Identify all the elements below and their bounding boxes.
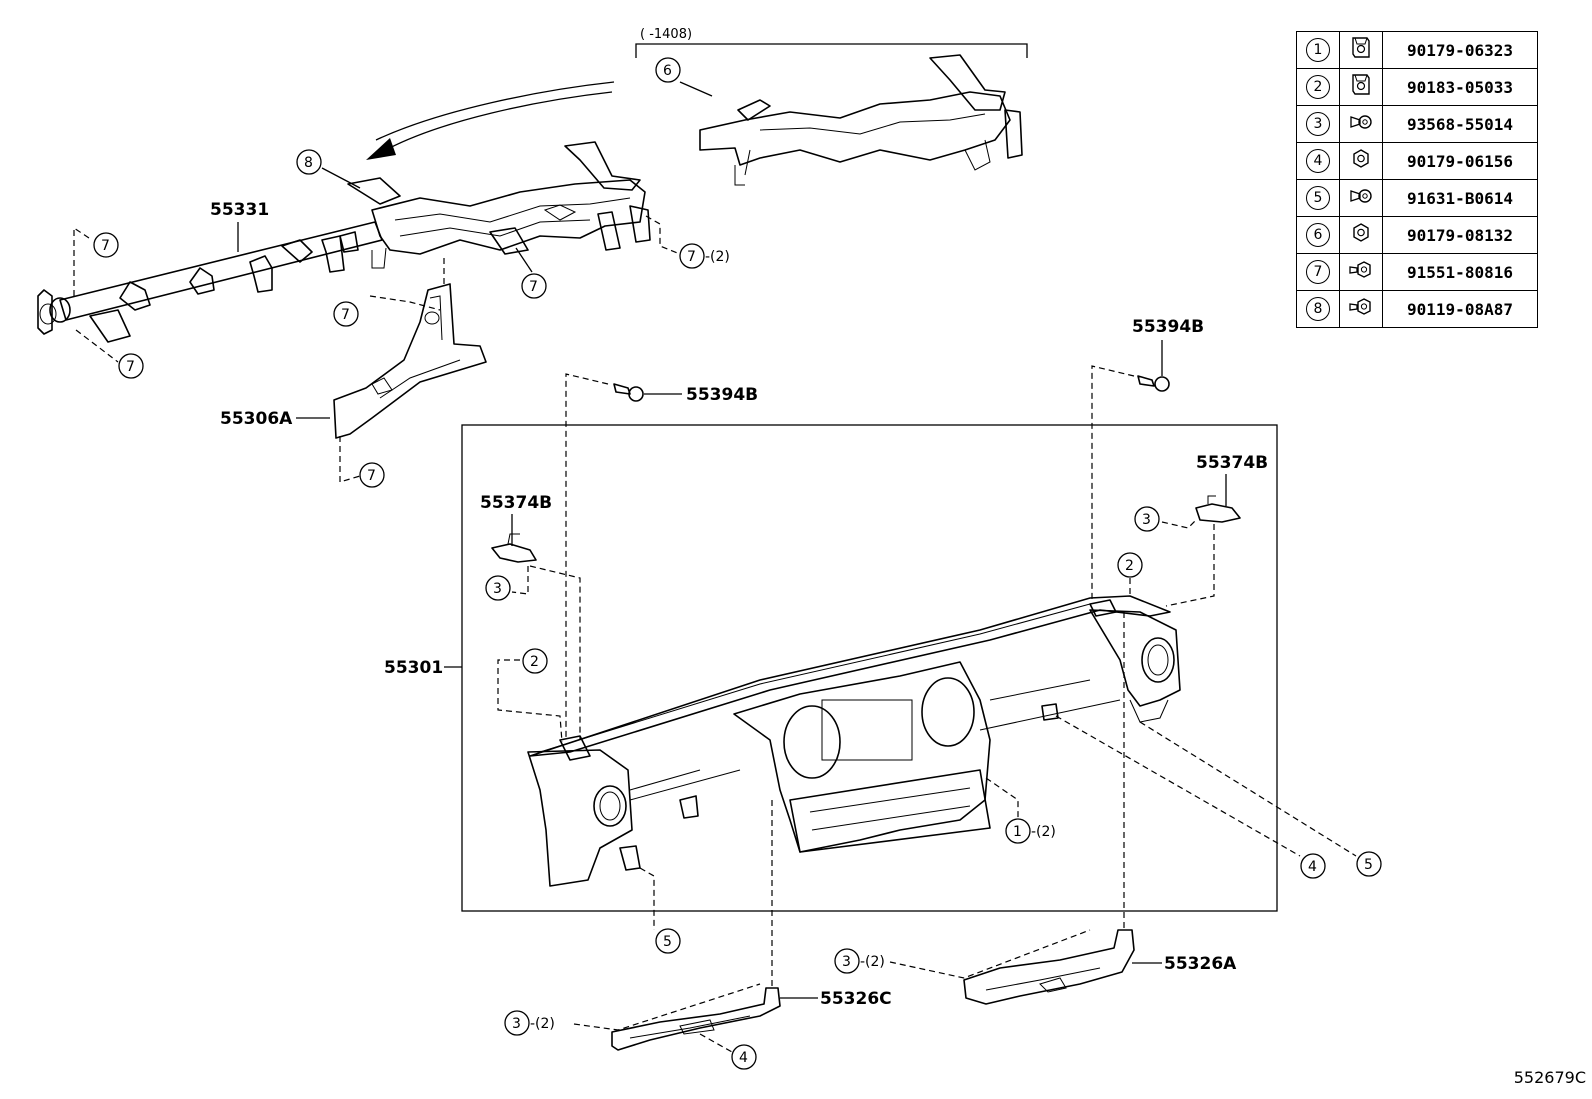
legend-index-number: 5	[1306, 186, 1330, 210]
legend-index-cell: 6	[1296, 216, 1340, 254]
legend-index-cell: 5	[1296, 179, 1340, 217]
part-number-55394B-left: 55394B	[686, 385, 758, 405]
move-direction-arrow	[366, 81, 615, 160]
clip-nut-icon	[1339, 68, 1383, 106]
callout-4-number: 4	[1308, 859, 1317, 875]
bracket-55326A	[963, 929, 1135, 1005]
bolt-icon	[1339, 253, 1383, 291]
legend-row: 5 91631-B0614	[1296, 179, 1538, 217]
callout-3-number: 3	[493, 581, 502, 597]
legend-index-number: 1	[1306, 38, 1330, 62]
quantity-note: -(2)	[1031, 824, 1056, 840]
screw-icon	[1339, 105, 1383, 143]
part-number-55331: 55331	[210, 200, 269, 220]
screw-icon	[1339, 179, 1383, 217]
part-number-55394B-right: 55394B	[1132, 317, 1204, 337]
callout-8-number: 8	[304, 155, 313, 171]
callout-3-number: 3	[842, 954, 851, 970]
diagram-code: 552679C	[1513, 1068, 1586, 1087]
legend-row: 2 90183-05033	[1296, 68, 1538, 106]
bolt-55394B-left	[613, 383, 644, 402]
legend-index-number: 8	[1306, 297, 1330, 321]
legend-index-number: 7	[1306, 260, 1330, 284]
legend-index-cell: 2	[1296, 68, 1340, 106]
legend-body: 1 90179-06323 2 90183-05033 3 93568-55014 4 901…	[1296, 31, 1538, 328]
assembly-outline-box	[461, 424, 1278, 912]
callout-2-number: 2	[530, 654, 539, 670]
bolt-icon	[1339, 290, 1383, 328]
callout-2-number: 2	[1125, 558, 1134, 574]
clip-nut-icon	[1339, 31, 1383, 69]
variant-reinforcement-inset: ( -1408) 6	[635, 27, 1028, 186]
bracket-55374B-right	[1195, 495, 1241, 523]
bolt-55394B-right	[1137, 375, 1170, 392]
bracket-55374B-left	[491, 533, 537, 563]
nut-icon	[1339, 142, 1383, 180]
callout-7-number: 7	[341, 307, 350, 323]
part-number-55374B-left: 55374B	[480, 493, 552, 513]
part-number-55326C: 55326C	[820, 989, 892, 1009]
legend-part-number: 93568-55014	[1382, 105, 1538, 143]
legend-part-number: 90183-05033	[1382, 68, 1538, 106]
part-number-55306A: 55306A	[220, 409, 293, 429]
brace-55306A	[333, 283, 487, 439]
callout-3-number: 3	[1142, 512, 1151, 528]
callout-7-number: 7	[529, 279, 538, 295]
legend-part-number: 91631-B0614	[1382, 179, 1538, 217]
legend-row: 3 93568-55014	[1296, 105, 1538, 143]
callout-6-number: 6	[663, 63, 672, 79]
callout-7-number: 7	[101, 238, 110, 254]
callout-5-number: 5	[1364, 857, 1373, 873]
callout-4-number: 4	[739, 1050, 748, 1066]
legend-index-number: 6	[1306, 223, 1330, 247]
part-number-55301: 55301	[384, 658, 443, 678]
variant-note: ( -1408)	[640, 27, 692, 42]
legend-part-number: 91551-80816	[1382, 253, 1538, 291]
legend-index-number: 3	[1306, 112, 1330, 136]
legend-row: 6 90179-08132	[1296, 216, 1538, 254]
callout-7-number: 7	[687, 249, 696, 265]
callout-7-number: 7	[367, 468, 376, 484]
legend-index-cell: 3	[1296, 105, 1340, 143]
quantity-note: -(2)	[705, 249, 730, 265]
legend-row: 7 91551-80816	[1296, 253, 1538, 291]
quantity-note: -(2)	[860, 954, 885, 970]
part-number-55326A: 55326A	[1164, 954, 1237, 974]
legend-index-number: 4	[1306, 149, 1330, 173]
legend-index-cell: 7	[1296, 253, 1340, 291]
callout-5-number: 5	[663, 934, 672, 950]
callout-3-number: 3	[512, 1016, 521, 1032]
instrument-panel-reinforcement-55301	[527, 595, 1181, 887]
callout-1-number: 1	[1013, 824, 1022, 840]
legend-index-number: 2	[1306, 75, 1330, 99]
legend-row: 1 90179-06323	[1296, 31, 1538, 69]
nut-icon	[1339, 216, 1383, 254]
legend-row: 8 90119-08A87	[1296, 290, 1538, 328]
legend-part-number: 90179-08132	[1382, 216, 1538, 254]
legend-part-number: 90179-06156	[1382, 142, 1538, 180]
quantity-note: -(2)	[530, 1016, 555, 1032]
legend-index-cell: 1	[1296, 31, 1340, 69]
legend-index-cell: 4	[1296, 142, 1340, 180]
bracket-55326C	[611, 987, 781, 1051]
callout-7-number: 7	[126, 359, 135, 375]
legend-part-number: 90179-06323	[1382, 31, 1538, 69]
fastener-legend-table: 1 90179-06323 2 90183-05033 3 93568-55014 4 901…	[1296, 31, 1538, 328]
steering-support-beam-55331	[37, 141, 651, 343]
part-number-55374B-right: 55374B	[1196, 453, 1268, 473]
legend-part-number: 90119-08A87	[1382, 290, 1538, 328]
legend-row: 4 90179-06156	[1296, 142, 1538, 180]
legend-index-cell: 8	[1296, 290, 1340, 328]
